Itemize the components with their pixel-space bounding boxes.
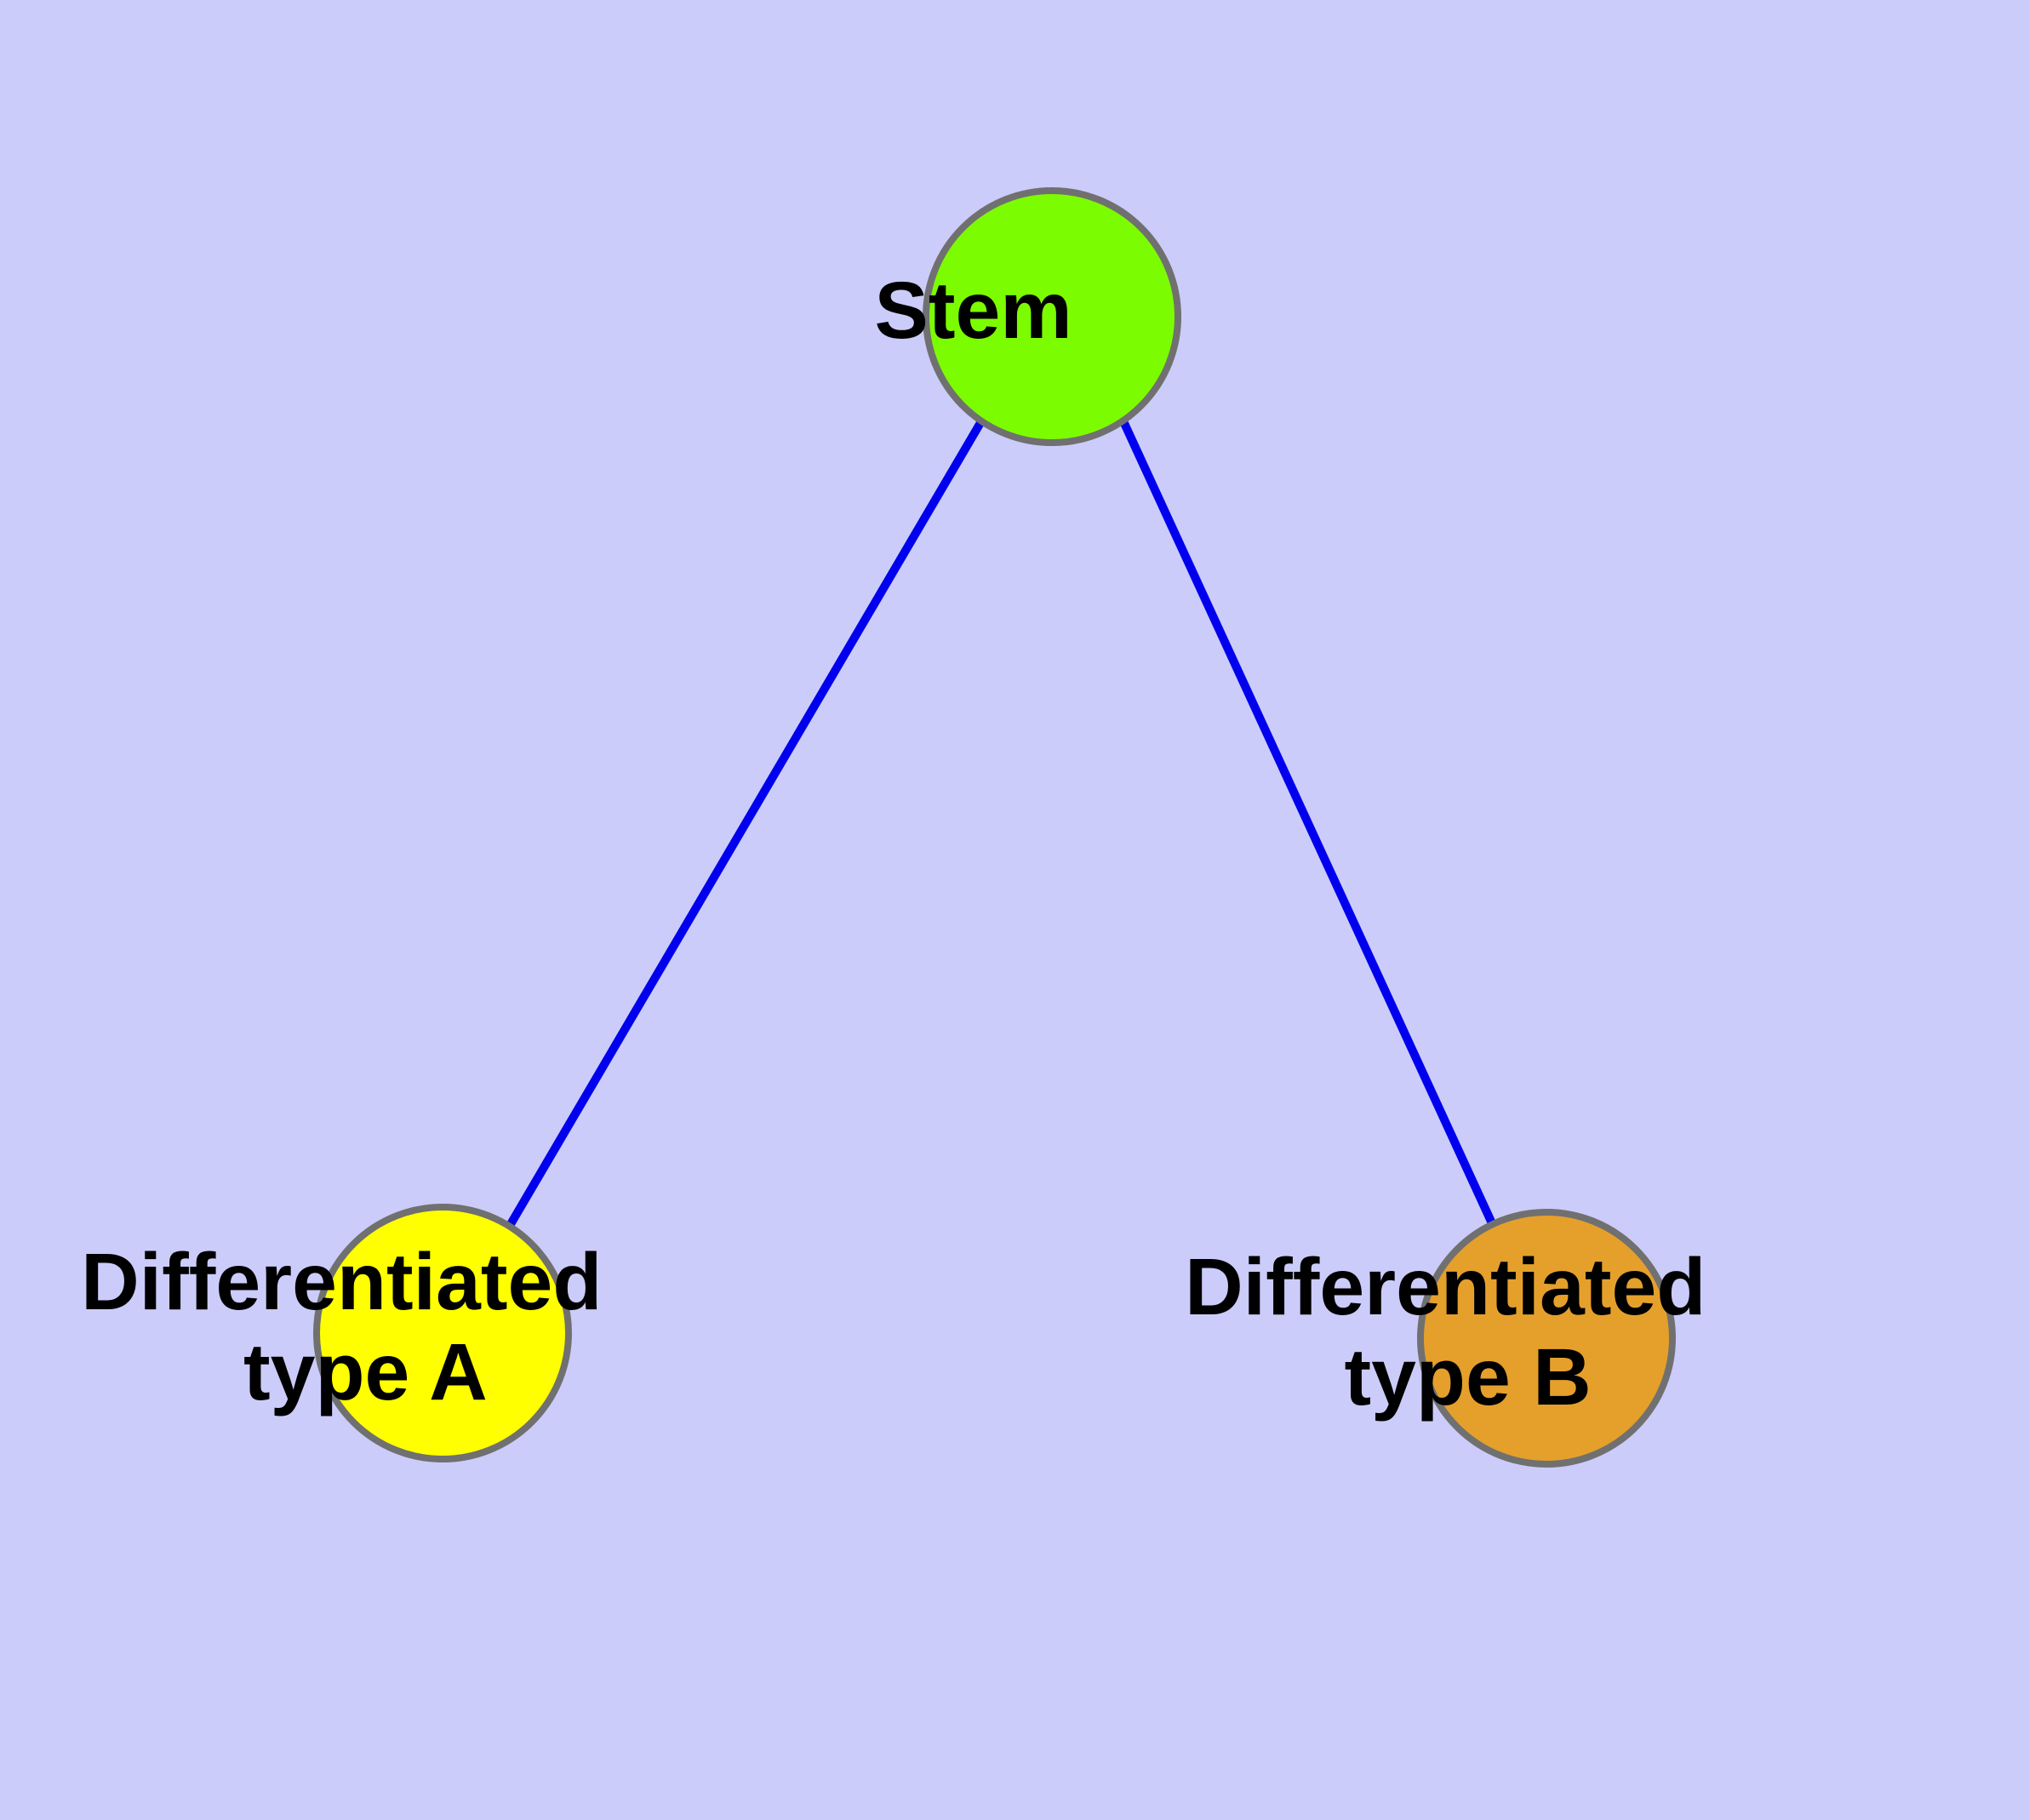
node-diff-a-label: Differentiated type A	[0, 0, 804, 1417]
node-diff-b-circle[interactable]	[1417, 1209, 1676, 1468]
node-diff-b-label: Differentiated type B	[1185, 1242, 1706, 1422]
node-stem-label: Stem	[0, 0, 1230, 356]
node-stem-label-line1: Stem	[874, 266, 1072, 356]
edge-stem-to-diff-a[interactable]	[506, 419, 986, 1227]
node-diff-b-label-line1: Differentiated	[1185, 1242, 1706, 1332]
node-layer	[313, 187, 1676, 1468]
node-diff-a-label-line2: type A	[243, 1327, 486, 1417]
node-diff-a-label-line1: Differentiated	[81, 1237, 602, 1327]
node-diff-b-label-line2: type B	[1344, 1332, 1591, 1422]
node-stem-circle[interactable]	[923, 187, 1181, 446]
label-layer: Stem Differentiated type A Differentiate…	[0, 0, 1706, 1422]
node-diff-a-circle[interactable]	[313, 1204, 572, 1462]
edge-layer	[506, 419, 1496, 1227]
edge-stem-to-diff-b[interactable]	[1119, 419, 1496, 1226]
